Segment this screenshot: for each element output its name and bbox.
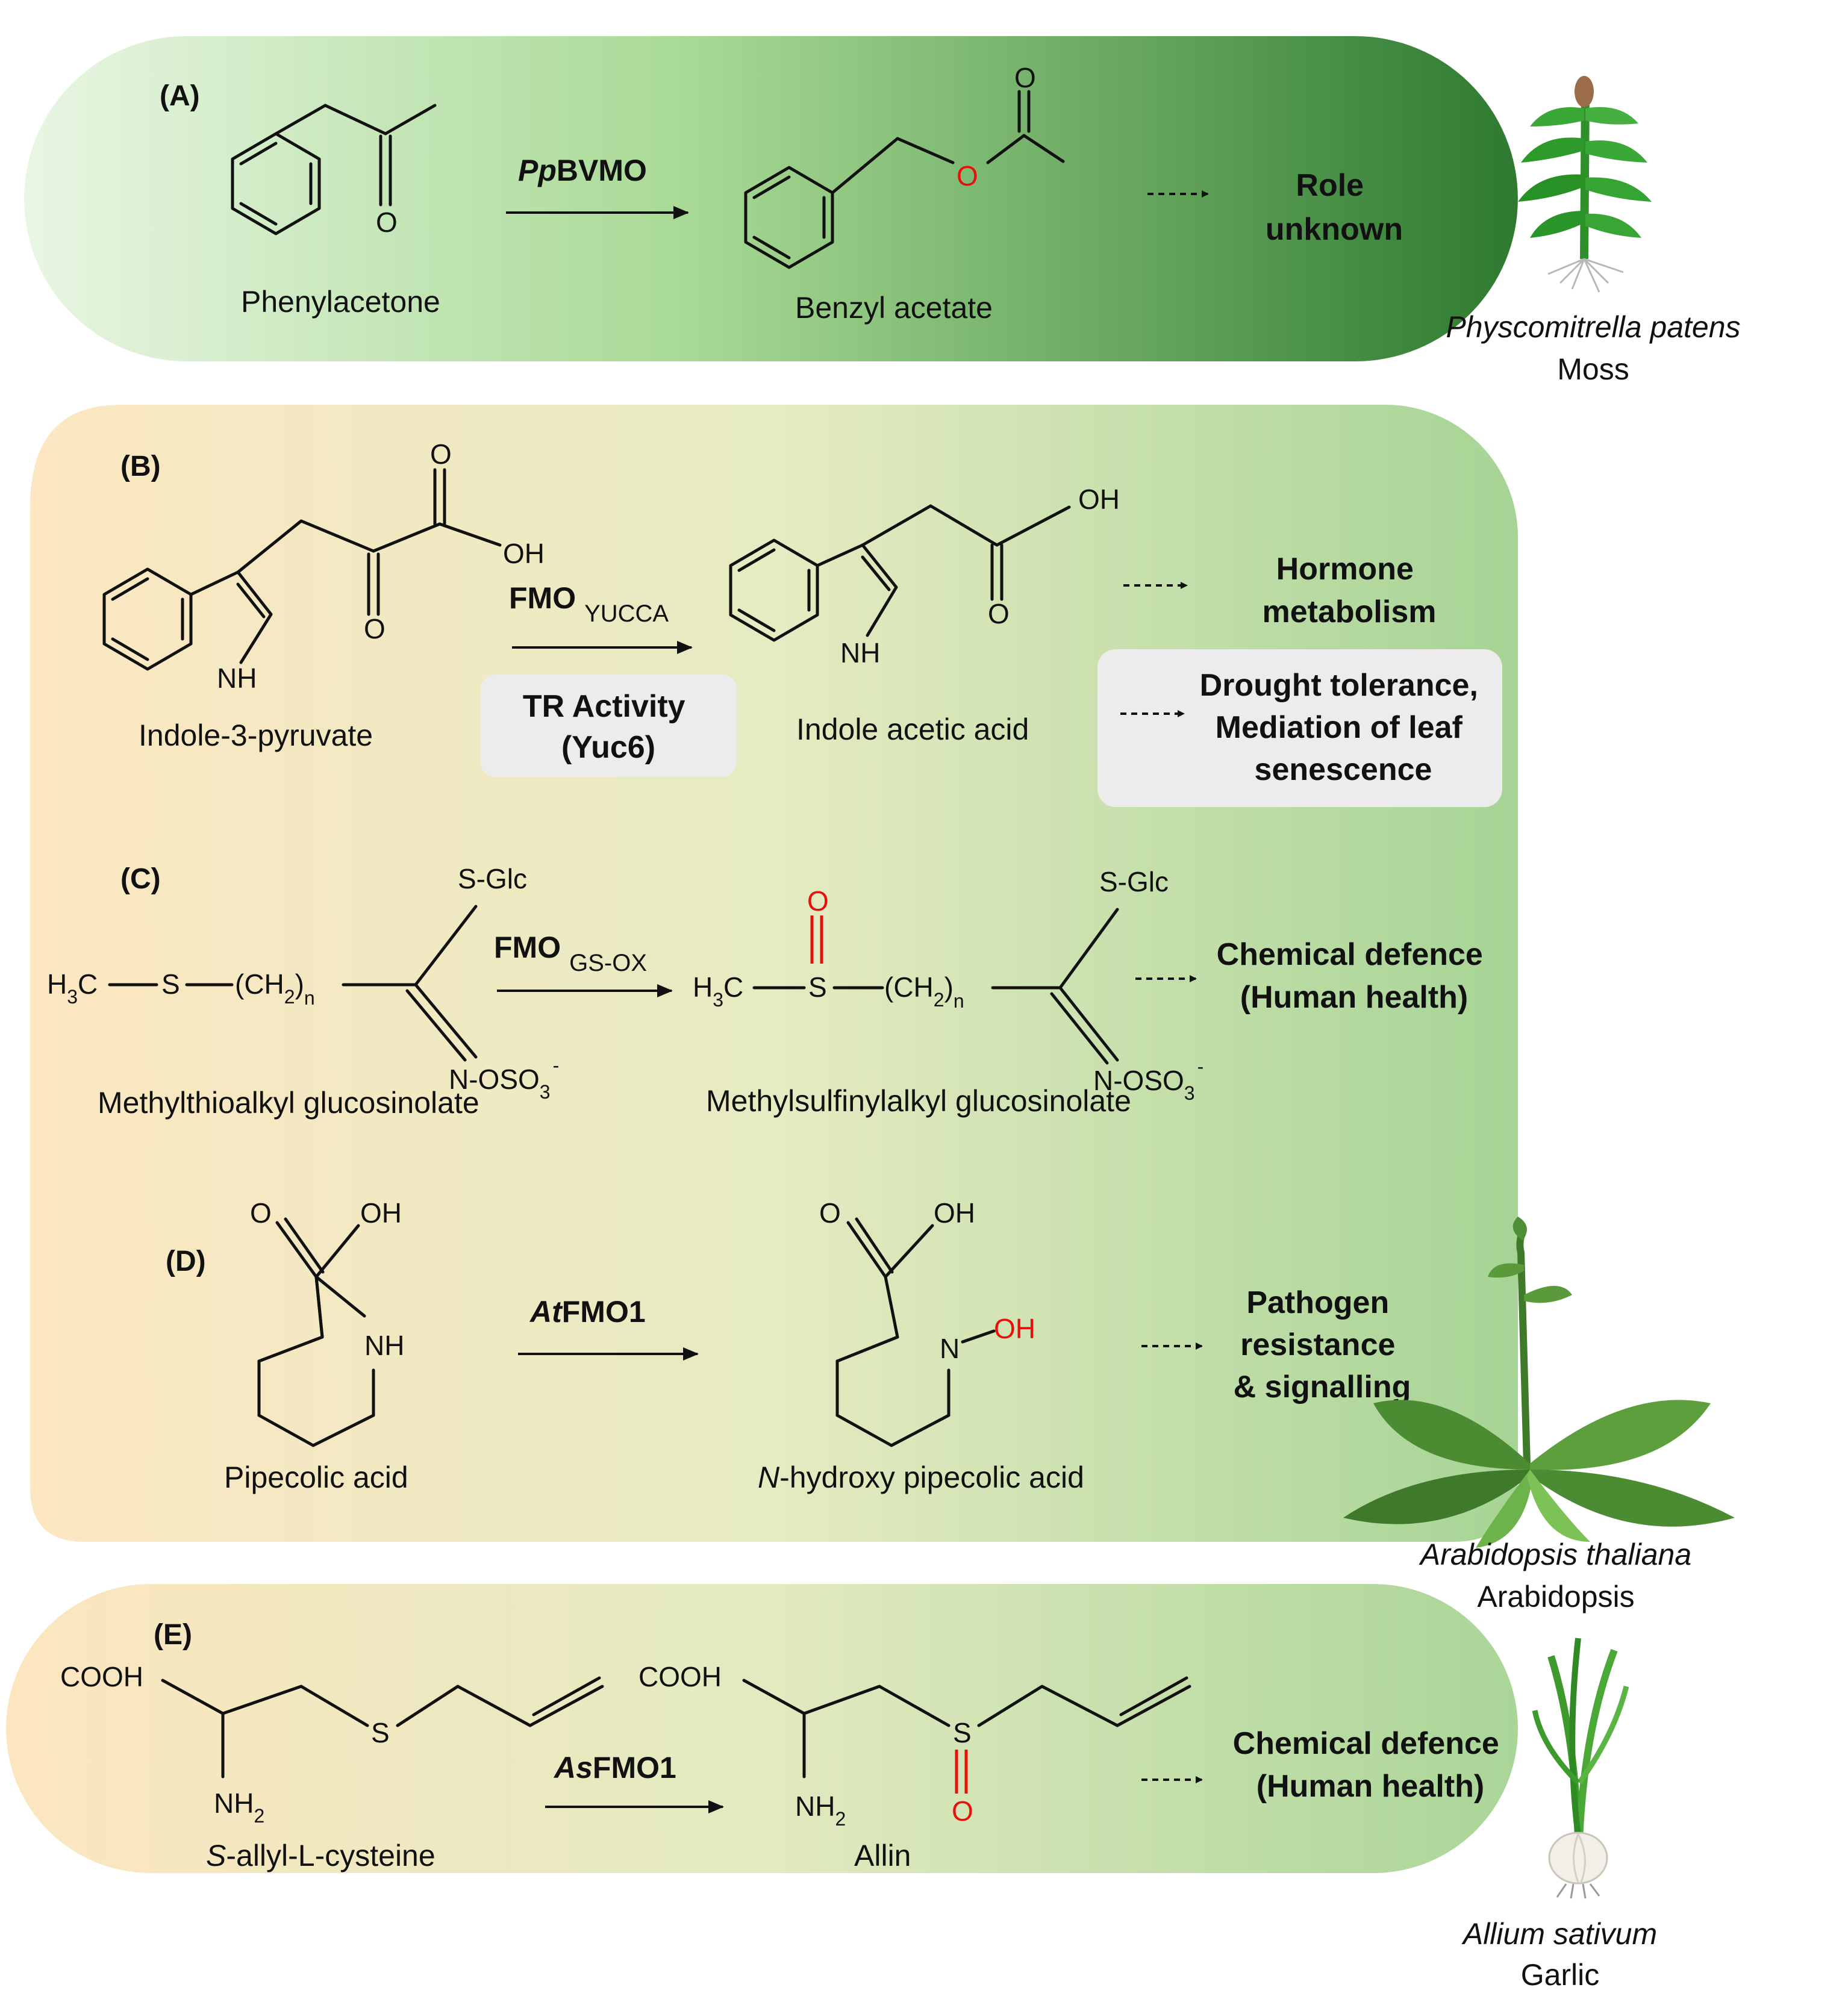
phenylacetone-carbonyl-o: O — [376, 207, 398, 238]
indole-3-pyruvate-name: Indole-3-pyruvate — [139, 719, 373, 752]
garlic-latin-name: Allium sativum — [1461, 1917, 1657, 1951]
methylsulfinyl-h3c: H3C — [693, 971, 743, 1011]
methylsulfinyl-glucosinolate-bonds — [991, 908, 1119, 1065]
benzyl-acetate-name: Benzyl acetate — [795, 291, 993, 325]
indole-acetic-acid-o: O — [988, 598, 1010, 629]
methylthio-glucosinolate-bonds — [342, 905, 478, 1062]
n-hydroxy-pipecolic-acid-oh: OH — [934, 1197, 975, 1229]
methylsulfinyl-ch2n: (CH2)n — [884, 971, 964, 1012]
s-allyl-l-cysteine-name: S-allyl-L-cysteine — [206, 1839, 435, 1872]
garlic-common-name: Garlic — [1521, 1958, 1600, 1992]
panel-a-background — [24, 36, 1518, 361]
methylsulfinyl-s: S — [808, 971, 827, 1003]
arabidopsis-common-name: Arabidopsis — [1477, 1580, 1634, 1613]
panel-b-label: (B) — [120, 451, 161, 482]
pipecolic-acid-structure — [257, 1217, 375, 1447]
pipecolic-acid-nh: NH — [364, 1330, 404, 1361]
sac-structure — [161, 1676, 604, 1779]
atfmo1-enzyme-label: AtFMO1 — [529, 1295, 646, 1329]
indole-acetic-acid-structure — [729, 504, 1071, 642]
allin-s: S — [953, 1717, 972, 1748]
allin-cooh: COOH — [638, 1661, 722, 1692]
pipecolic-acid-o: O — [250, 1197, 272, 1229]
methylsulfinylalkyl-glucosinolate-name: Methylsulfinylalkyl glucosinolate — [706, 1084, 1131, 1118]
indole-3-pyruvate-oh: OH — [503, 538, 545, 569]
drought-tolerance-box — [1097, 649, 1502, 807]
moss-plant-icon — [1518, 76, 1652, 293]
methylthio-s-glc: S-Glc — [458, 863, 527, 894]
tr-activity-box — [481, 675, 737, 777]
phenylacetone-name: Phenylacetone — [241, 285, 440, 319]
indole-acetic-acid-name: Indole acetic acid — [796, 712, 1029, 746]
panel-a-label: (A) — [160, 80, 200, 112]
benzyl-acetate-carbonyl-o: O — [1014, 62, 1036, 93]
moss-latin-name: Physcomitrella patens — [1446, 310, 1740, 344]
role-c: Chemical defence (Human health) — [1217, 937, 1492, 1015]
panel-c-label: (C) — [120, 863, 161, 895]
arabidopsis-latin-name: Arabidopsis thaliana — [1419, 1538, 1691, 1571]
benzyl-acetate-structure — [744, 90, 1065, 269]
methylsulfinyl-s-glc: S-Glc — [1099, 866, 1169, 897]
indole-3-pyruvate-nh: NH — [217, 663, 257, 694]
methylthioalkyl-glucosinolate-name: Methylthioalkyl glucosinolate — [98, 1086, 479, 1120]
indole-3-pyruvate-structure — [102, 468, 502, 671]
methylthio-h3c: H3C — [47, 968, 98, 1008]
sac-cooh: COOH — [60, 1661, 143, 1692]
moss-common-name: Moss — [1557, 352, 1629, 386]
n-hydroxy-pipecolic-acid-o: O — [819, 1197, 841, 1229]
role-b-hormone: Hormone metabolism — [1263, 552, 1437, 629]
pipecolic-acid-name: Pipecolic acid — [224, 1461, 408, 1494]
indole-3-pyruvate-acid-o: O — [430, 438, 452, 470]
arabidopsis-plant-icon — [1343, 1217, 1735, 1548]
methylthio-n-oso3: N-OSO3- — [449, 1055, 559, 1103]
panel-e-label: (E) — [154, 1619, 192, 1651]
phenylacetone-structure — [231, 104, 437, 235]
role-e: Chemical defence (Human health) — [1233, 1726, 1508, 1804]
panel-e-background — [6, 1584, 1518, 1873]
n-hydroxy-pipecolic-acid-name: N-hydroxy pipecolic acid — [758, 1461, 1084, 1494]
role-a: Role unknown — [1266, 168, 1403, 247]
role-b-drought: Drought tolerance, Mediation of leaf sen… — [1200, 668, 1487, 787]
methylthio-ch2n: (CH2)n — [235, 968, 315, 1009]
benzyl-acetate-ester-o: O — [957, 160, 978, 192]
sac-nh2: NH2 — [214, 1788, 264, 1827]
indole-acetic-acid-nh: NH — [840, 637, 880, 669]
allin-o: O — [952, 1795, 973, 1827]
n-hydroxy-pipecolic-acid-n-oh: OH — [994, 1313, 1035, 1344]
allin-name: Allin — [854, 1839, 911, 1872]
n-hydroxy-pipecolic-acid-structure — [835, 1217, 996, 1447]
garlic-plant-icon — [1532, 1638, 1629, 1899]
tr-activity-text: TR Activity (Yuc6) — [523, 689, 694, 765]
allin-nh2: NH2 — [795, 1791, 846, 1830]
ppbvmo-enzyme-label: PpBVMO — [518, 154, 647, 187]
role-d: Pathogen resistance & signalling — [1234, 1285, 1411, 1405]
allin-structure — [742, 1676, 1191, 1779]
panel-d-label: (D) — [166, 1246, 206, 1277]
indole-acetic-acid-oh: OH — [1078, 484, 1120, 515]
indole-3-pyruvate-keto-o: O — [364, 613, 386, 644]
asfmo1-enzyme-label: AsFMO1 — [553, 1751, 676, 1785]
methylsulfinyl-n-oso3: N-OSO3- — [1093, 1056, 1203, 1104]
methylthio-s: S — [161, 968, 180, 1000]
pipecolic-acid-oh: OH — [360, 1197, 402, 1229]
sac-s: S — [371, 1717, 390, 1748]
n-hydroxy-pipecolic-acid-n: N — [940, 1333, 960, 1364]
methylsulfinyl-o: O — [807, 885, 829, 917]
